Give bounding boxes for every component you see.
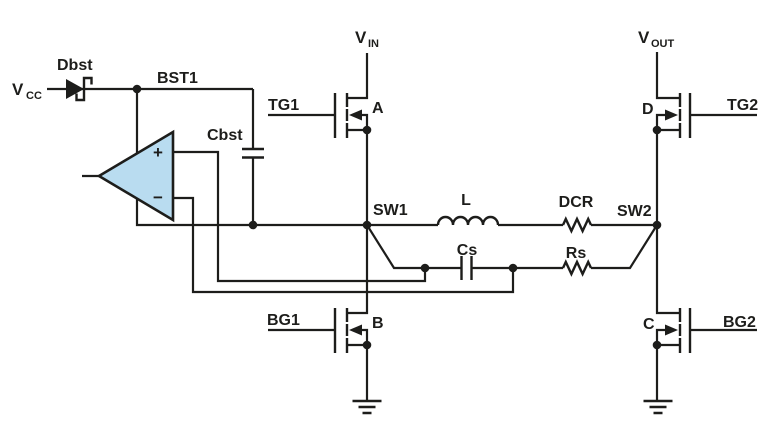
capacitor-cs-icon	[460, 256, 473, 280]
wire-minus-input-feedback	[173, 196, 515, 294]
sw1-label: SW1	[373, 202, 408, 219]
dcr-label: DCR	[559, 194, 594, 211]
wire-vin-to-drain	[347, 53, 369, 100]
opamp-minus-sign: −	[153, 188, 163, 207]
schottky-diode-dbst: Dbst	[57, 57, 93, 102]
inductor-branch: SW1 L DCR SW2	[362, 192, 662, 234]
sw2-label: SW2	[617, 203, 652, 220]
ground-symbol-icon	[643, 399, 673, 415]
resistor-dcr-icon	[561, 216, 593, 234]
opamp-plus-sign: +	[153, 143, 163, 162]
wire-sw2-to-drain	[655, 225, 680, 315]
mosfet-a: V IN TG1 A	[268, 28, 384, 225]
bg2-label: BG2	[723, 314, 756, 331]
mosfet-b: BG1 B	[267, 225, 384, 415]
vcc-label: V	[12, 80, 24, 99]
mosfet-c: BG2 C	[643, 225, 757, 415]
junction-dot	[508, 263, 518, 273]
junction-dot	[248, 220, 258, 230]
tg2-label: TG2	[727, 97, 758, 114]
body-arrow-icon	[665, 109, 678, 121]
diode-anode-triangle-icon	[66, 79, 84, 99]
body-arrow-icon	[349, 109, 362, 121]
wire-plus-input-feedback	[173, 150, 427, 283]
fet-d-label: D	[642, 101, 654, 118]
sense-network: Cs Rs	[366, 224, 658, 280]
body-arrow-icon	[349, 324, 362, 336]
junction-dot	[420, 263, 430, 273]
wire-sw1-to-drain	[347, 225, 369, 315]
fet-b-label: B	[372, 315, 384, 332]
vcc-subscript: CC	[26, 90, 42, 102]
dbst-label: Dbst	[57, 57, 93, 74]
capacitor-plates-icon	[242, 147, 264, 159]
wire-sw1-to-cs	[366, 224, 461, 270]
vout-label: V	[638, 28, 650, 47]
cbst-label: Cbst	[207, 127, 243, 144]
bg1-label: BG1	[267, 312, 300, 329]
wire-vout-to-drain	[655, 52, 680, 100]
wire-opamp-supply-and-sw1-rail	[135, 89, 367, 227]
bst1-label: BST1	[157, 70, 198, 87]
inductor-coil-icon	[436, 215, 500, 226]
bst1-node: BST1	[84, 70, 253, 94]
capacitor-cbst: Cbst	[207, 89, 264, 230]
opamp-triangle-icon	[96, 129, 175, 223]
rs-label: Rs	[566, 245, 587, 262]
vin-label: V	[355, 28, 367, 47]
tg1-label: TG1	[268, 97, 299, 114]
body-arrow-icon	[665, 324, 678, 336]
fet-a-label: A	[372, 100, 384, 117]
vout-subscript: OUT	[651, 38, 675, 50]
fet-c-label: C	[643, 316, 655, 333]
mosfet-d: V OUT TG2 D	[638, 28, 758, 225]
ground-symbol-icon	[352, 399, 382, 415]
vin-subscript: IN	[368, 38, 379, 50]
inductor-label: L	[461, 192, 471, 209]
resistor-rs-icon	[561, 259, 593, 277]
opamp: + −	[82, 129, 175, 223]
wire-rs-to-sw2	[591, 224, 658, 270]
cs-label: Cs	[457, 242, 478, 259]
